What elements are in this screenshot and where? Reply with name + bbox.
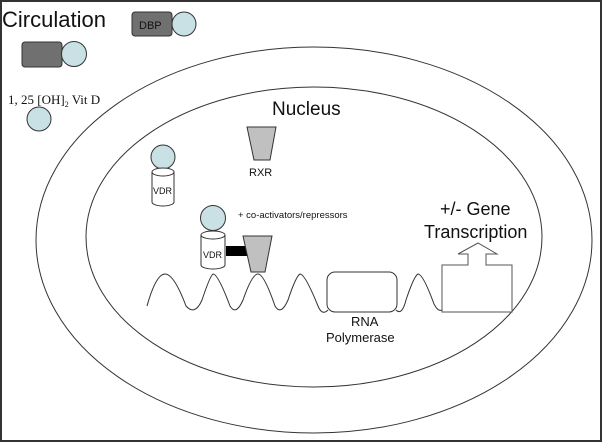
- dbp-label: DBP: [139, 20, 162, 32]
- cell-membrane: [35, 46, 593, 434]
- vdr-cylinder-top: [151, 167, 175, 177]
- rxr-free: RXR: [246, 126, 277, 179]
- rna-label-line1: RNA: [351, 314, 379, 329]
- vitd-ligand-bound: [61, 41, 87, 67]
- dna-strand-middle: [395, 273, 443, 313]
- vdr-rxr-heterodimer: VDR: [200, 205, 273, 273]
- vdr-cylinder-body: [151, 172, 175, 207]
- dna-binding-linker: [226, 246, 247, 256]
- vdr-cylinder-bound-body: [200, 235, 226, 270]
- rxr-bound: [242, 235, 273, 273]
- rna-label-line2: Polymerase: [326, 330, 395, 345]
- circulation-label: Circulation: [2, 7, 106, 32]
- rxr-shape: [246, 126, 277, 161]
- vitd-ligand-vdr: [150, 144, 176, 170]
- vitd-ligand-free: [26, 106, 52, 132]
- dbp-complex: [21, 41, 87, 68]
- coactivators-label: + co-activators/repressors: [238, 210, 348, 221]
- vdr-label-bound: VDR: [203, 250, 223, 260]
- rna-polymerase: [326, 271, 398, 313]
- gene-label-line1: +/- Gene: [440, 199, 511, 219]
- dbp-complex-labeled: DBP: [131, 11, 197, 37]
- nuclear-membrane: [85, 86, 543, 388]
- vdr-free: VDR: [150, 144, 176, 207]
- nucleus-label: Nucleus: [272, 99, 341, 120]
- rxr-label: RXR: [249, 167, 272, 179]
- vitd-label: 1, 25 [OH]2 Vit D: [8, 92, 100, 109]
- gene-label-line2: Transcription: [424, 222, 527, 242]
- gene-arrow-box: [441, 242, 513, 313]
- vitd-ligand-heterodimer: [200, 205, 226, 231]
- vdr-label-free: VDR: [153, 186, 173, 196]
- vdr-cylinder-bound-top: [200, 230, 226, 240]
- dna-strand: [146, 273, 329, 313]
- dbp-protein-unlabeled: [21, 41, 63, 68]
- vitd-ligand-bound: [171, 11, 197, 37]
